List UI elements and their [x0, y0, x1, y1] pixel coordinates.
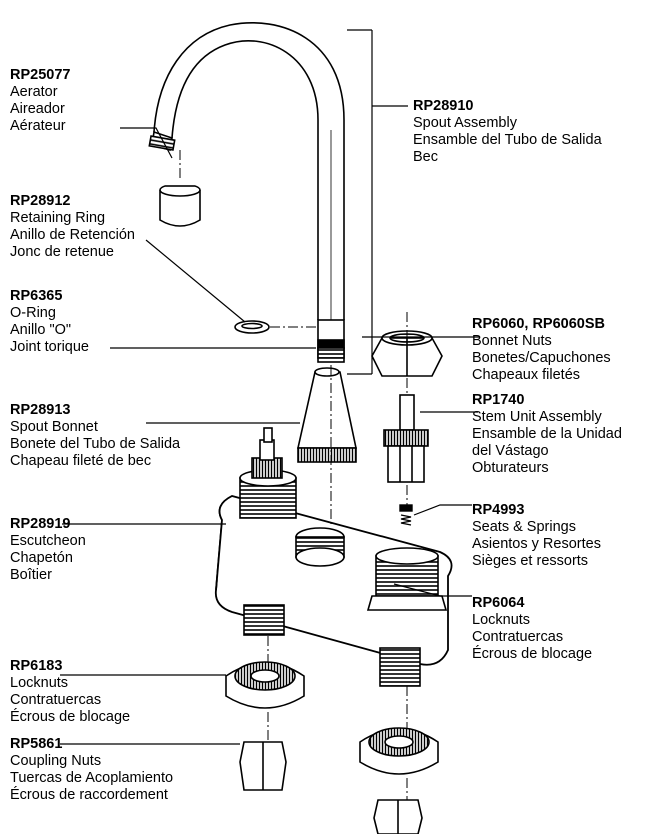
label-fr: Chapeaux filetés [472, 367, 581, 383]
right-coupling-nut-part [373, 799, 423, 834]
label-fr: Écrous de blocage [472, 646, 593, 662]
callout-seats-springs: RP4993 Seats & Springs Asientos y Resort… [472, 502, 601, 570]
callout-locknuts-right: RP6064 Locknuts Contratuercas Écrous de … [472, 595, 592, 663]
part-number: RP4993 [472, 502, 525, 518]
label-en: Spout Bonnet [10, 419, 98, 435]
callout-escutcheon: RP28919 Escutcheon Chapetón Boîtier [10, 516, 86, 584]
label-fr: Boîtier [10, 567, 52, 583]
label-en: Stem Unit Assembly [472, 409, 602, 425]
label-es: Ensamble del Tubo de Salida [413, 132, 602, 148]
label-fr: Écrous de blocage [10, 709, 131, 725]
callout-o-ring: RP6365 O-Ring Anillo "O" Joint torique [10, 288, 89, 356]
spout-bonnet-part [297, 367, 357, 463]
right-locknut-part [359, 727, 439, 775]
bonnet-nut-part [371, 330, 443, 377]
spout-hub-part [295, 527, 345, 567]
label-es: Ensamble de la Unidad [472, 426, 622, 442]
label-en: Bonnet Nuts [472, 333, 552, 349]
label-es: Asientos y Resortes [472, 536, 601, 552]
label-en: Escutcheon [10, 533, 86, 549]
spout-assembly-part [148, 22, 345, 363]
label-en: Seats & Springs [472, 519, 576, 535]
part-number: RP28913 [10, 402, 71, 418]
label-es: Anillo de Retención [10, 227, 135, 243]
label-fr: Aérateur [10, 118, 66, 134]
part-number: RP6183 [10, 658, 63, 674]
stem-unit-part [383, 394, 429, 483]
part-number: RP28912 [10, 193, 71, 209]
callout-retaining-ring: RP28912 Retaining Ring Anillo de Retenci… [10, 193, 135, 261]
label-fr: Joint torique [10, 339, 89, 355]
part-number: RP6064 [472, 595, 525, 611]
callout-spout-bonnet: RP28913 Spout Bonnet Bonete del Tubo de … [10, 402, 180, 470]
part-number: RP25077 [10, 67, 71, 83]
label-en: Coupling Nuts [10, 753, 102, 769]
callout-aerator: RP25077 Aerator Aireador Aérateur [10, 67, 70, 135]
label-fr: Chapeau fileté de bec [10, 453, 152, 469]
callout-bonnet-nuts: RP6060, RP6060SB Bonnet Nuts Bonetes/Cap… [472, 316, 611, 384]
label-es: Contratuercas [10, 692, 102, 708]
label-es: Contratuercas [472, 629, 564, 645]
left-coupling-nut-part [239, 741, 287, 791]
part-number: RP28919 [10, 516, 71, 532]
label-en: Locknuts [10, 675, 69, 691]
label-en: Locknuts [472, 612, 531, 628]
label-en: Retaining Ring [10, 210, 106, 226]
part-number: RP1740 [472, 392, 525, 408]
callout-stem-unit: RP1740 Stem Unit Assembly Ensamble de la… [472, 392, 622, 477]
right-shank-part [379, 647, 421, 687]
label-fr: Écrous de raccordement [10, 787, 168, 803]
label-fr: Bec [413, 149, 438, 165]
label-es: Chapetón [10, 550, 73, 566]
leader-lines [60, 29, 480, 745]
label-en: O-Ring [10, 305, 56, 321]
o-ring-part [234, 320, 270, 334]
label-fr: Obturateurs [472, 460, 549, 476]
label-es: Bonete del Tubo de Salida [10, 436, 181, 452]
aerator-part [159, 183, 201, 227]
seats-springs-part [399, 504, 413, 526]
callout-coupling-nuts: RP5861 Coupling Nuts Tuercas de Acoplami… [10, 736, 173, 804]
left-shank-part [243, 604, 285, 636]
callout-locknuts-left: RP6183 Locknuts Contratuercas Écrous de … [10, 658, 130, 726]
part-number: RP6365 [10, 288, 63, 304]
label-es: Tuercas de Acoplamiento [10, 770, 174, 786]
assembly-axis-lines [179, 150, 408, 800]
label-es-cont: del Vástago [472, 443, 549, 459]
right-valve-part [366, 547, 448, 611]
label-es: Bonetes/Capuchones [472, 350, 611, 366]
label-es: Anillo "O" [10, 322, 72, 338]
label-en: Spout Assembly [413, 115, 517, 131]
label-fr: Sièges et ressorts [472, 553, 589, 569]
left-valve-part [239, 427, 297, 519]
part-number: RP6060, RP6060SB [472, 316, 605, 332]
label-fr: Jonc de retenue [10, 244, 114, 260]
callout-spout-assembly: RP28910 Spout Assembly Ensamble del Tubo… [413, 98, 602, 166]
label-es: Aireador [10, 101, 65, 117]
label-en: Aerator [10, 84, 58, 100]
part-number: RP5861 [10, 736, 63, 752]
part-number: RP28910 [413, 98, 474, 114]
left-locknut-part [225, 661, 305, 709]
